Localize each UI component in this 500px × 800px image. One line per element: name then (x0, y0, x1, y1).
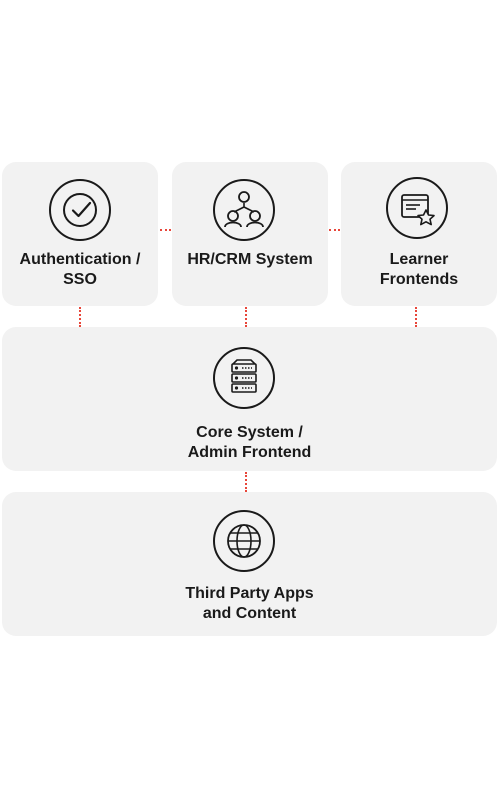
hrcrm-label: HR/CRM System (172, 250, 328, 270)
users-group-icon-graphic (224, 191, 264, 228)
learner-label-line1: Learner (389, 251, 449, 268)
hrcrm-label-line1: HR/CRM System (187, 251, 313, 268)
core-label-line2: Admin Frontend (187, 444, 312, 461)
core-label: Core System / Admin Frontend (2, 423, 497, 463)
server-stack-icon (213, 347, 275, 409)
third-card: Third Party Apps and Content (2, 492, 497, 636)
connector-core-third (245, 472, 247, 492)
auth-card: Authentication / SSO (2, 162, 158, 306)
globe-icon (213, 510, 275, 572)
third-label: Third Party Apps and Content (2, 584, 497, 624)
connector-hrcrm-learner (329, 229, 340, 231)
check-circle-icon (49, 179, 111, 241)
auth-label-line2: SSO (63, 271, 97, 288)
browser-star-icon (386, 177, 448, 239)
third-label-line1: Third Party Apps (185, 585, 314, 602)
auth-label-line1: Authentication / (19, 251, 141, 268)
globe-icon-graphic (227, 524, 261, 558)
users-group-icon (213, 179, 275, 241)
check-circle-icon-graphic (63, 193, 97, 227)
connector-auth-hrcrm (160, 229, 171, 231)
learner-label: Learner Frontends (341, 250, 497, 290)
connector-hrcrm-core (245, 307, 247, 327)
core-card: Core System / Admin Frontend (2, 327, 497, 471)
server-stack-icon-graphic (231, 359, 257, 393)
core-label-line1: Core System / (196, 424, 303, 441)
connector-auth-core (79, 307, 81, 327)
hrcrm-card: HR/CRM System (172, 162, 328, 306)
browser-star-icon-graphic (401, 194, 435, 226)
third-label-line2: and Content (202, 605, 297, 622)
learner-card: Learner Frontends (341, 162, 497, 306)
auth-label: Authentication / SSO (2, 250, 158, 290)
learner-label-line2: Frontends (379, 271, 459, 288)
connector-learner-core (415, 307, 417, 327)
